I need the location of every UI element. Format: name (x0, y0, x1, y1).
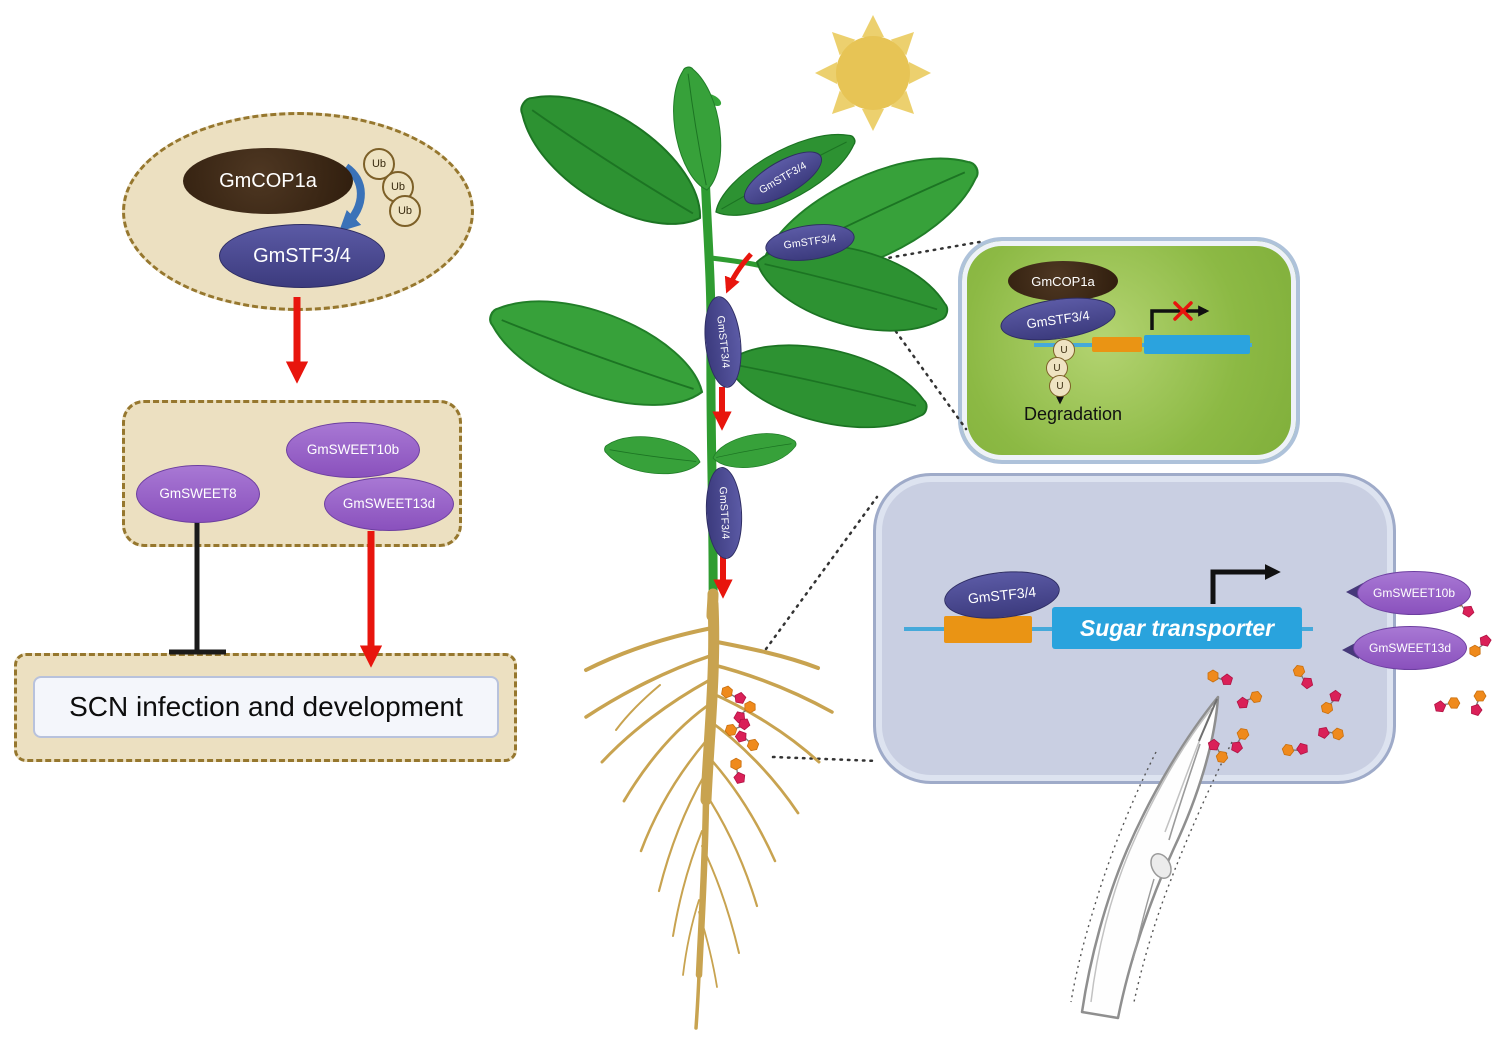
gmstf34-protein: GmSTF3/4 (219, 224, 385, 288)
gmsweet13d-gene: GmSWEET13d (324, 477, 454, 531)
sugar-transporter-gene: Sugar transporter (1052, 607, 1302, 649)
ubiquitin-badge: U (1053, 339, 1075, 361)
gmstf34-tag-leaf: GmSTF3/4 (763, 218, 857, 267)
gmcop1a-protein: GmCOP1a (183, 148, 353, 214)
ubiquitin-badge: U (1049, 375, 1071, 397)
ubiquitin-badge: Ub (363, 148, 395, 180)
gmsweet10b-gene: GmSWEET10b (286, 422, 420, 478)
degradation-label: Degradation (1023, 404, 1123, 424)
gmcop1a-protein: GmCOP1a (1008, 261, 1118, 301)
sun-icon (815, 15, 931, 131)
plant-leaves (475, 63, 995, 481)
promoter-box (1092, 337, 1142, 352)
nematode-bulb (1150, 853, 1172, 879)
gene-line (1034, 343, 1252, 347)
gmstf34-tag-stem: GmSTF3/4 (700, 294, 746, 390)
shoot-cell (958, 237, 1300, 464)
gmsweet13d-transporter: GmSWEET13d (1353, 626, 1467, 670)
gmsweet10b-transporter: GmSWEET10b (1357, 571, 1471, 615)
gmstf34-tag-stem: GmSTF3/4 (703, 466, 745, 560)
gmsweet8-gene: GmSWEET8 (136, 465, 260, 523)
ubiquitin-badge: Ub (389, 195, 421, 227)
gmstf34-tag-leaf: GmSTF3/4 (736, 141, 830, 215)
scn-outcome-box: SCN infection and development (14, 653, 517, 762)
gene-body-box (1144, 335, 1250, 354)
plant-roots (584, 598, 834, 1030)
scn-outcome-label: SCN infection and development (69, 691, 463, 722)
promoter-box (944, 616, 1032, 643)
scn-outcome-panel: SCN infection and development (33, 676, 499, 738)
